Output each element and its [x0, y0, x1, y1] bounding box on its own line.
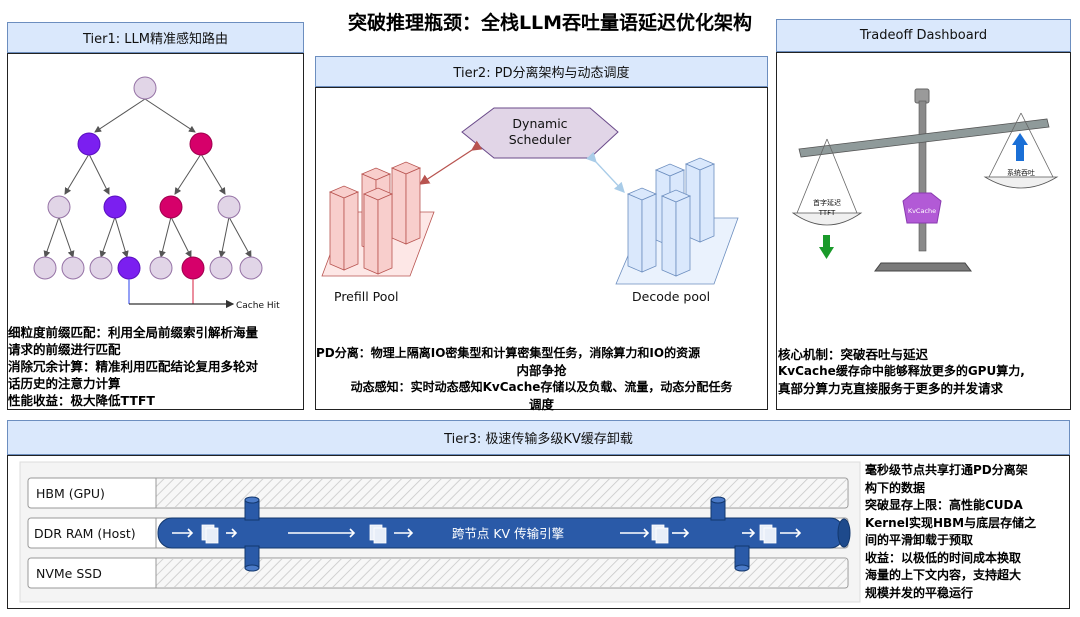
nvme-label: NVMe SSD	[36, 566, 102, 581]
throughput-up-arrow-icon	[1012, 133, 1028, 161]
scale-structure	[798, 88, 1050, 272]
tier1-desc-line: 性能收益：极大降低TTFT	[8, 393, 155, 408]
kv-transfer-pipe: 跨节点 KV 传输引擎	[157, 496, 851, 572]
tree-node	[89, 256, 113, 280]
dashboard-desc-line: 核心机制：突破吞吐与延迟	[778, 347, 929, 362]
tree-node	[239, 256, 263, 280]
kv-engine-label: 跨节点 KV 传输引擎	[452, 526, 564, 541]
tier1-header-label: Tier1: LLM精准感知路由	[83, 32, 228, 47]
tier2-description: PD分离：物理上隔离IO密集型和计算密集型任务，消除算力和IO的资源 内部争抢 …	[316, 345, 767, 413]
right-pan-label: 系统吞吐	[1007, 168, 1035, 177]
tier3-desc-line: Kernel实现HBM与底层存储之	[865, 515, 1037, 530]
fulcrum-label: KvCache	[908, 207, 936, 215]
left-pan-label-line1: 首字延迟	[813, 198, 841, 207]
tier1-desc-line: 细粒度前缀匹配：利用全局前缀索引解析海量	[8, 325, 259, 340]
prefill-pool: Prefill Pool	[321, 161, 435, 304]
dynamic-scheduler: Dynamic Scheduler	[461, 107, 619, 159]
hbm-tier: HBM (GPU)	[27, 477, 849, 509]
fulcrum-kvcache: KvCache	[902, 192, 942, 224]
tier1-header: Tier1: LLM精准感知路由	[7, 22, 304, 53]
dashboard-description: 核心机制：突破吞吐与延迟 KvCache缓存命中能够释放更多的GPU算力, 真部…	[778, 346, 1070, 397]
cache-hit-label: Cache Hit	[236, 301, 280, 311]
prefix-tree-diagram: Cache Hit	[33, 76, 280, 311]
hbm-label: HBM (GPU)	[36, 486, 105, 501]
tier2-desc-line: 动态感知：实时动态感知KvCache存储以及负载、流量，动态分配任务	[350, 380, 733, 394]
tree-node	[149, 256, 173, 280]
scheduler-label-line2: Scheduler	[509, 132, 572, 147]
tree-node	[61, 256, 85, 280]
dashboard-header: Tradeoff Dashboard	[776, 19, 1071, 52]
tier1-desc-line: 话历史的注意力计算	[8, 376, 121, 391]
tree-node-hit	[181, 256, 205, 280]
tier2-desc-line: 内部争抢	[516, 363, 567, 378]
tree-node-hit	[159, 195, 183, 219]
tier2-header-label: Tier2: PD分离架构与动态调度	[453, 66, 630, 81]
tree-node-hit	[189, 132, 213, 156]
tree-node	[33, 256, 57, 280]
scheduler-label-line1: Dynamic	[512, 116, 567, 131]
tree-node	[47, 195, 71, 219]
tree-node-hit	[103, 195, 127, 219]
tier3-desc-line: 间的平滑卸载于预取	[865, 533, 974, 547]
decode-pool: Decode pool	[615, 157, 739, 304]
pd-architecture-diagram: Dynamic Scheduler Prefill Pool Decode po…	[321, 107, 739, 304]
kv-offload-diagram: HBM (GPU) DDR RAM (Host) NVMe SSD	[19, 461, 861, 603]
tier3-desc-line: 构下的数据	[865, 480, 926, 495]
tier3-desc-line: 毫秒级节点共享打通PD分离架	[865, 463, 1028, 477]
tier3-desc-line: 收益：以极低的时间成本换取	[865, 550, 1022, 565]
tier1-description: 细粒度前缀匹配：利用全局前缀索引解析海量 请求的前缀进行匹配 消除冗余计算：精准…	[8, 324, 304, 409]
tier3-desc-line: 海量的上下文内容，支持超大	[865, 568, 1022, 582]
tier1-panel	[7, 53, 304, 410]
tree-nodes	[33, 76, 263, 280]
dashboard-desc-line: 真部分算力克直接服务于更多的并发请求	[778, 381, 1004, 396]
tier3-description: 毫秒级节点共享打通PD分离架 构下的数据 突破显存上限：高性能CUDA Kern…	[865, 462, 1070, 602]
tier2-desc-line: 调度	[528, 397, 554, 412]
tree-edges	[43, 98, 252, 258]
tree-node	[209, 256, 233, 280]
tradeoff-scale-diagram: 首字延迟 TTFT 系统吞吐 KvCache	[791, 88, 1059, 272]
decode-pool-label: Decode pool	[632, 289, 710, 304]
tier2-header: Tier2: PD分离架构与动态调度	[315, 56, 768, 87]
dashboard-desc-line: KvCache缓存命中能够释放更多的GPU算力,	[778, 364, 1025, 378]
prefill-pool-label: Prefill Pool	[334, 289, 399, 304]
tree-node-root	[133, 76, 157, 100]
ddr-label: DDR RAM (Host)	[34, 526, 136, 541]
left-pan-label-line2: TTFT	[818, 209, 836, 217]
cache-hit-connector	[128, 279, 235, 309]
dashboard-header-label: Tradeoff Dashboard	[859, 28, 988, 43]
left-pan: 首字延迟 TTFT	[791, 138, 863, 226]
tree-node	[217, 195, 241, 219]
tier3-desc-line: 规模并发的平稳运行	[865, 585, 974, 600]
kv-block-icon	[201, 524, 777, 544]
tier3-header: Tier3: 极速传输多级KV缓存卸载	[7, 420, 1070, 455]
page-title: 突破推理瓶颈：全栈LLM吞吐量语延迟优化架构	[347, 12, 753, 34]
tree-node-hit	[77, 132, 101, 156]
tier3-header-label: Tier3: 极速传输多级KV缓存卸载	[444, 432, 633, 447]
nvme-tier: NVMe SSD	[27, 557, 849, 589]
tree-node-hit	[117, 256, 141, 280]
right-pan: 系统吞吐	[983, 112, 1059, 189]
tier3-desc-line: 突破显存上限：高性能CUDA	[865, 498, 1023, 512]
tier1-desc-line: 消除冗余计算：精准利用匹配结论复用多轮对	[8, 359, 259, 374]
tier1-desc-line: 请求的前缀进行匹配	[8, 342, 121, 357]
scheduler-prefill-link	[418, 140, 483, 185]
scheduler-decode-link	[585, 151, 625, 193]
tier2-desc-line: PD分离：物理上隔离IO密集型和计算密集型任务，消除算力和IO的资源	[316, 346, 701, 360]
latency-down-arrow-icon	[819, 235, 834, 259]
